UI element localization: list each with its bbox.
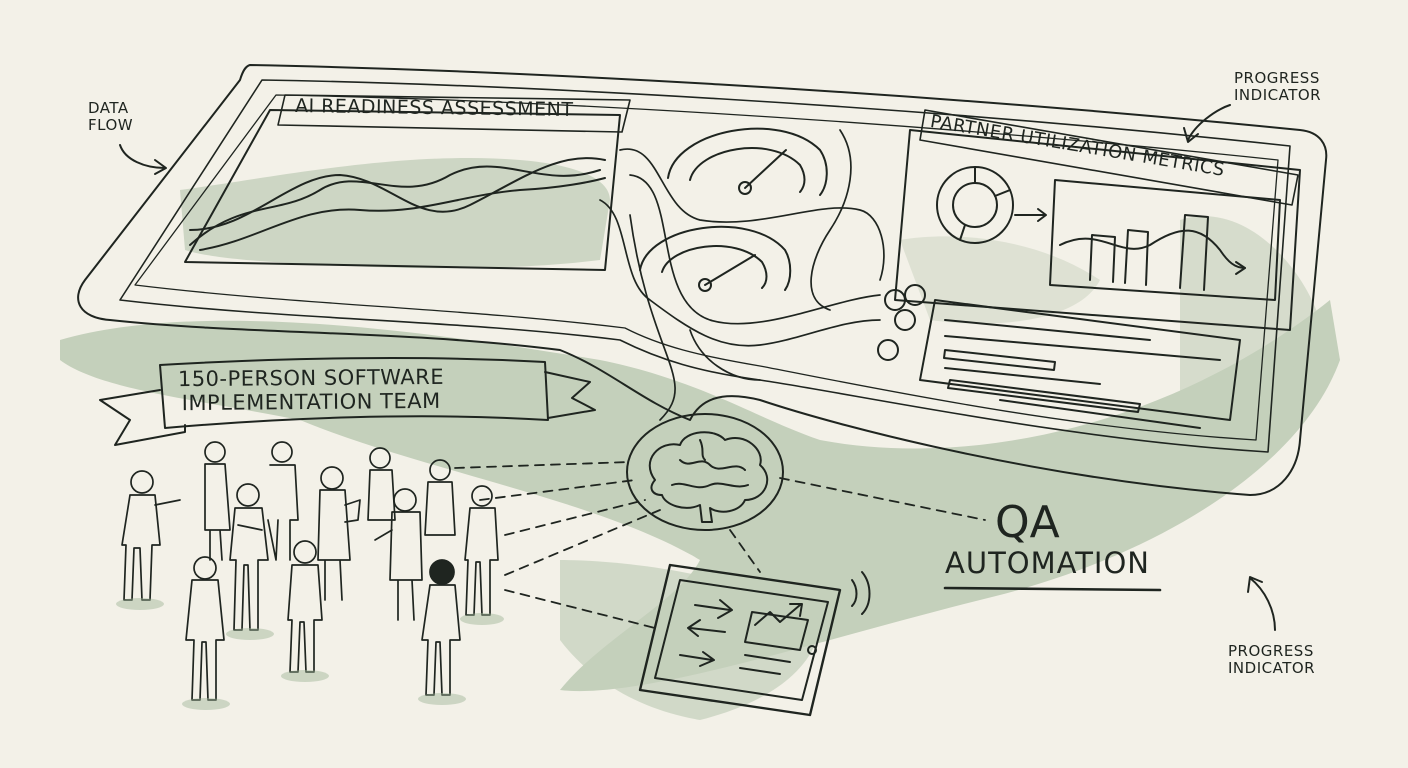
ai-readiness-title: AI READINESS ASSESSMENT: [294, 95, 574, 121]
person-figure: [185, 556, 225, 701]
automation-title: AUTOMATION: [945, 546, 1150, 580]
progress-indicator-label-top: PROGRESS INDICATOR: [1234, 69, 1322, 105]
trend-line-1: [189, 165, 601, 246]
person-figure: [204, 441, 231, 561]
person-figure: [421, 559, 461, 696]
dashed-connectors: [454, 461, 986, 629]
flow-lines: [599, 129, 885, 421]
team-people: [121, 441, 499, 701]
ai-readiness-panel: [184, 94, 631, 271]
gauge-top: [667, 127, 828, 196]
dashboard-outline: [77, 64, 1328, 496]
person-figure: [121, 470, 181, 601]
person-figure: [367, 447, 396, 521]
arrow-icon: [119, 144, 167, 175]
person-figure: [267, 441, 299, 561]
gauge-bottom: [639, 225, 792, 292]
qa-underline: [943, 586, 1162, 592]
data-flow-label: DATA FLOW: [88, 99, 134, 135]
qa-title: QA: [995, 497, 1060, 548]
progress-indicator-label-bottom: PROGRESS INDICATOR: [1228, 642, 1316, 678]
tablet-device: [638, 563, 871, 717]
bar-chart: [1049, 179, 1281, 301]
arrow-icon: [1183, 104, 1231, 143]
trend-line-3: [199, 177, 606, 251]
person-figure: [287, 540, 323, 673]
person-figure: [424, 459, 456, 536]
person-icon: [884, 289, 906, 311]
watercolor-wash: [60, 157, 1340, 720]
person-figure: [317, 466, 361, 601]
team-banner-text: 150-PERSON SOFTWARE IMPLEMENTATION TEAM: [177, 364, 445, 416]
partner-utilization-panel: [894, 109, 1301, 331]
ground-shadows: [116, 598, 504, 710]
team-banner-ribbon: [99, 357, 596, 446]
brain-hub: [626, 413, 784, 531]
person-icon: [904, 284, 926, 306]
person-figure: [229, 483, 269, 631]
person-figure: [464, 485, 499, 616]
progress-list-panel: [877, 284, 1241, 429]
person-figure: [374, 488, 423, 621]
arrow-icon: [1247, 576, 1276, 631]
clock-icon: [877, 339, 899, 361]
trend-line-2: [189, 157, 606, 231]
